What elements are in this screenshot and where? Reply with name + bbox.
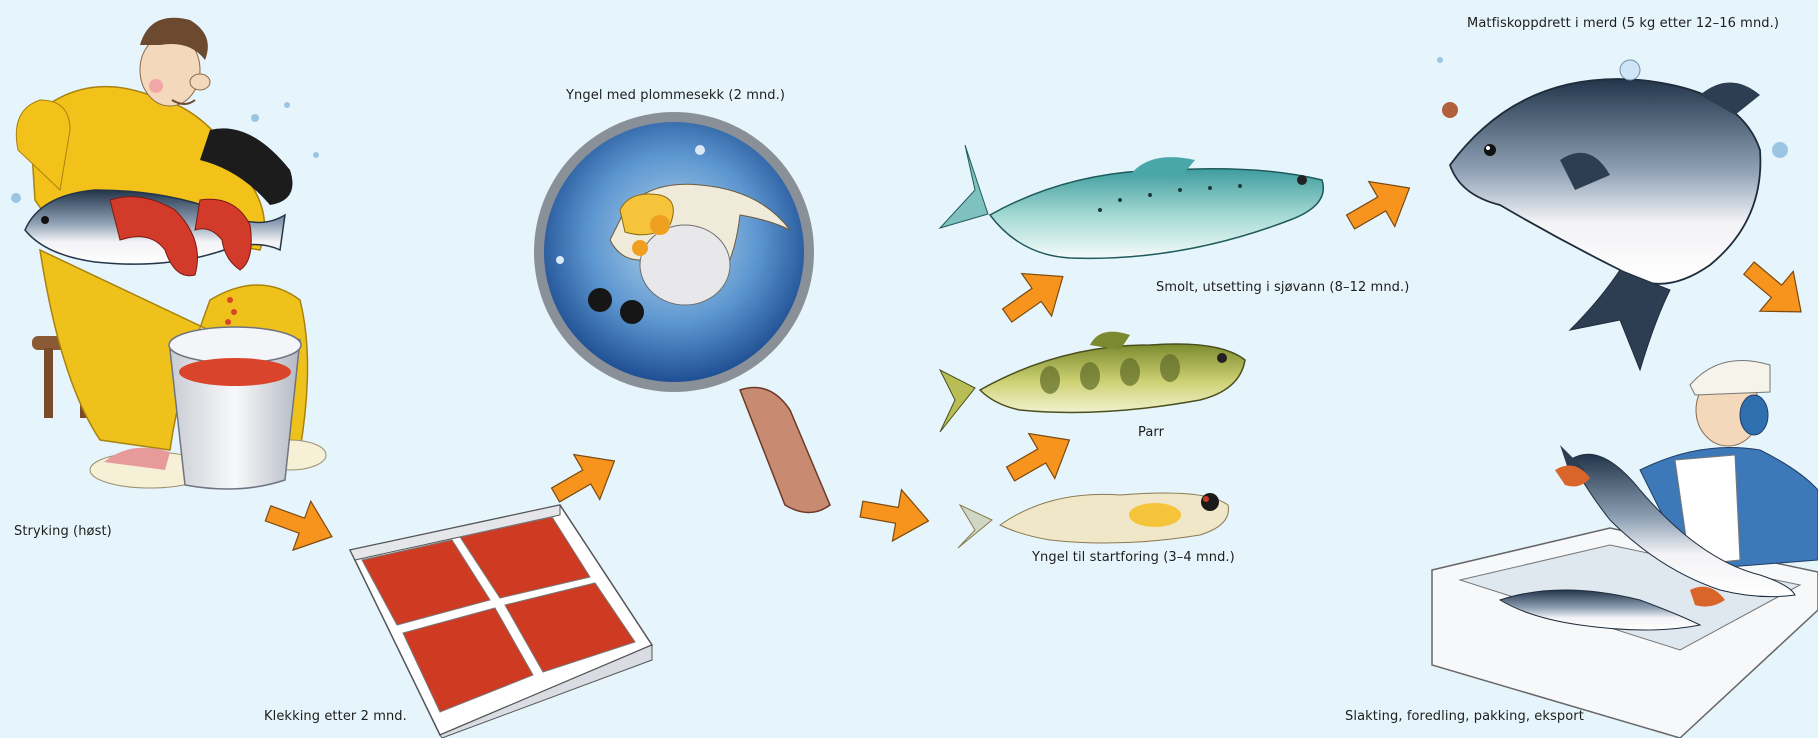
hatching-tray-icon	[350, 505, 652, 738]
processing-worker-icon	[1432, 361, 1818, 738]
magnifier-alevin-icon	[534, 112, 830, 513]
worker-stripping-icon	[11, 18, 326, 489]
flow-arrow-icon	[998, 417, 1083, 496]
label-slakting: Slakting, foredling, pakking, eksport	[1345, 709, 1584, 724]
label-matfisk: Matfiskoppdrett i merd (5 kg etter 12–16…	[1467, 16, 1779, 31]
label-klekking: Klekking etter 2 mnd.	[264, 709, 407, 724]
flow-arrow-icon	[857, 483, 933, 546]
label-smolt: Smolt, utsetting i sjøvann (8–12 mnd.)	[1156, 280, 1409, 295]
label-parr: Parr	[1138, 425, 1164, 440]
flow-arrow-icon	[992, 255, 1078, 337]
flow-arrow-icon	[1732, 248, 1818, 332]
flow-arrow-icon	[259, 489, 341, 561]
flow-arrow-icon	[1338, 165, 1423, 244]
adult-salmon-icon	[1437, 57, 1788, 370]
fry-icon	[958, 493, 1228, 548]
parr-icon	[940, 332, 1245, 432]
label-yngel-plommesekk: Yngel med plommesekk (2 mnd.)	[566, 88, 785, 103]
label-stryking: Stryking (høst)	[14, 524, 112, 539]
label-yngel-startforing: Yngel til startforing (3–4 mnd.)	[1032, 550, 1235, 565]
smolt-icon	[940, 145, 1323, 258]
